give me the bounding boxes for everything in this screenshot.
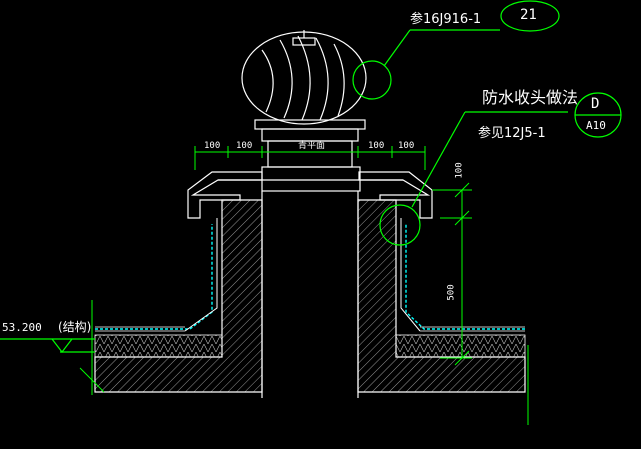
roof-layers — [94, 326, 526, 358]
waterproof-ref: 参见12J5-1 — [478, 126, 546, 141]
ventilator-icon — [241, 30, 367, 192]
callout-ventilator — [352, 0, 560, 100]
dim-center-label: 青平面 — [298, 141, 326, 151]
elevation-marker — [0, 338, 95, 353]
dim-right-100-a: 100 — [368, 141, 385, 151]
concrete-left — [94, 199, 263, 393]
axis-lines — [79, 300, 529, 425]
dim-right-100-b: 100 — [398, 141, 415, 151]
detail-sheet: A10 — [586, 119, 606, 132]
elevation-note: (结构) — [58, 320, 92, 334]
concrete-right — [357, 199, 526, 393]
corner-fillets — [184, 218, 421, 357]
top-circle-number: 21 — [520, 7, 537, 23]
dimension-lines — [194, 146, 472, 366]
waterproof-title: 防水收头做法 — [482, 88, 579, 107]
dim-vert-500: 500 — [446, 284, 457, 301]
dim-vert-100: 100 — [454, 162, 465, 179]
dim-left-100-a: 100 — [204, 141, 221, 151]
detail-letter: D — [591, 96, 600, 112]
waterproof-membrane — [95, 224, 525, 330]
duct-opening — [261, 191, 359, 398]
callout-waterproof — [379, 92, 622, 246]
elevation-value: 53.200 — [2, 321, 42, 334]
top-ref-label: 参16J916-1 — [410, 12, 482, 27]
dim-left-100-b: 100 — [236, 141, 253, 151]
curb-caps — [187, 171, 433, 219]
